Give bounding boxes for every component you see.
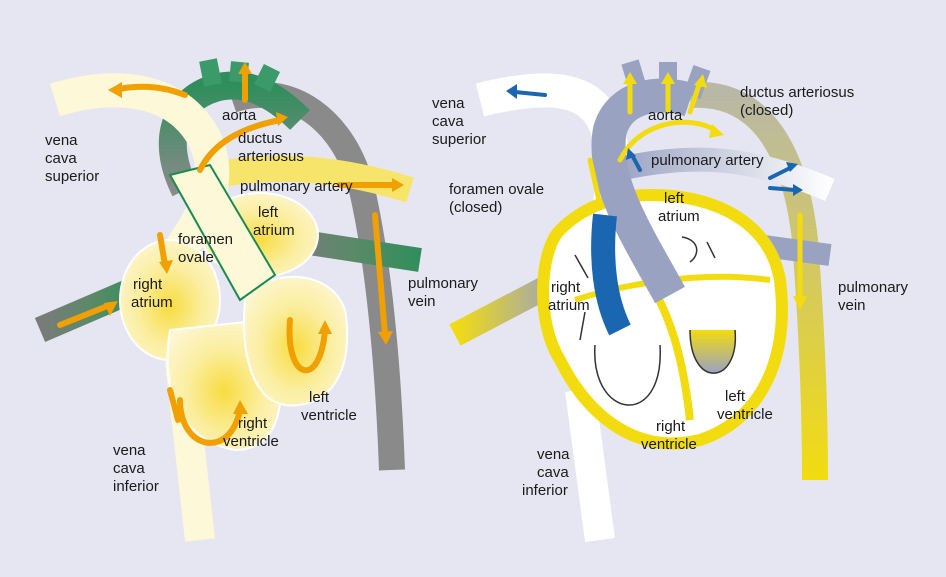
fetal-pulmonary-vein-label: pulmonary vein [408,275,482,310]
fetal-pulmonary-artery-label: pulmonary artery [240,178,353,195]
postnatal-pulmonary-vein-label: pulmonary vein [838,279,912,314]
postnatal-pulmonary-artery-label: pulmonary artery [651,152,764,169]
fetal-vena-cava-superior-label: vena cava superior [45,132,99,185]
label-line: ductus arteriosus [740,84,854,101]
label-line: right [238,415,268,432]
label-line: ventricle [717,406,773,423]
label-line: arteriosus [238,148,304,165]
label-line: vena [432,95,465,112]
label-line: vein [408,293,436,310]
fetal-left-ventricle-label: left ventricle [301,389,357,424]
label-line: left [258,204,279,221]
label-line: right [656,418,686,435]
label-line: cava [537,464,569,481]
postnatal-vena-cava-superior-label: vena cava superior [432,95,486,148]
label-line: left [725,388,746,405]
postnatal-right-atrium-label: right atrium [548,279,590,314]
fetal-aortic-branch-3 [262,68,272,88]
label-line: cava [45,150,77,167]
label-line: foramen [178,231,233,248]
label-line: foramen ovale [449,181,544,198]
label-line: vena [537,446,570,463]
fetal-ductus-arteriosus-label: ductus arteriosus [238,130,304,165]
postnatal-ductus-arteriosus-label: ductus arteriosus (closed) [740,84,858,119]
label-line: inferior [113,478,159,495]
postnatal-circulation-panel [455,62,830,540]
label-line: (closed) [740,102,793,119]
postnatal-foramen-ovale-label: foramen ovale (closed) [449,181,548,216]
label-line: (closed) [449,199,502,216]
label-line: right [133,276,163,293]
label-line: atrium [253,222,295,239]
fetal-vena-cava-inferior-label: vena cava inferior [113,442,159,495]
label-line: cava [113,460,145,477]
label-line: ventricle [301,407,357,424]
fetal-aorta-label: aorta [222,107,257,124]
label-line: left [309,389,330,406]
label-line: ovale [178,249,214,266]
label-line: superior [45,168,99,185]
label-line: vena [113,442,146,459]
label-line: pulmonary [408,275,479,292]
arrow-icon [770,188,795,190]
fetal-circulation-panel [40,60,420,540]
label-line: ductus [238,130,282,147]
fetal-aortic-branch-1 [208,60,213,85]
label-line: superior [432,131,486,148]
label-line: inferior [522,482,568,499]
label-line: atrium [131,294,173,311]
label-line: vein [838,297,866,314]
label-line: pulmonary [838,279,909,296]
label-line: atrium [658,208,700,225]
label-line: atrium [548,297,590,314]
label-line: left [664,190,685,207]
postnatal-vena-cava-inferior-label: vena cava inferior [522,446,574,499]
label-line: cava [432,113,464,130]
label-line: ventricle [641,436,697,453]
fetal-left-ventricle-chamber [244,277,347,406]
postnatal-aorta-label: aorta [648,107,683,124]
label-line: vena [45,132,78,149]
label-line: right [551,279,581,296]
label-line: ventricle [223,433,279,450]
